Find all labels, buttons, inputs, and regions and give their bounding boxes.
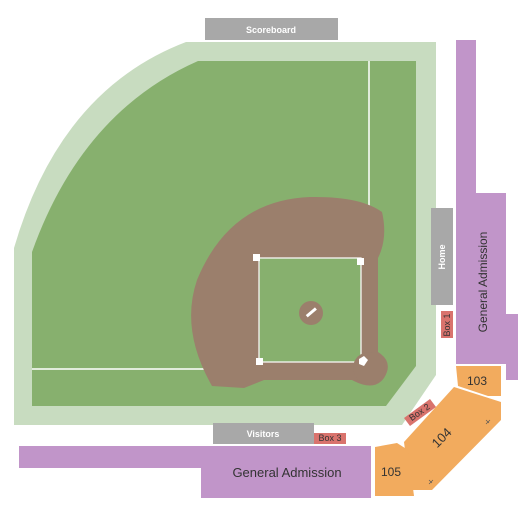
home-dugout[interactable] — [431, 208, 453, 305]
section-box-1[interactable] — [441, 311, 453, 338]
box-3-label: Box 3 — [318, 433, 341, 443]
section-row-markers — [428, 419, 491, 485]
base-paths — [258, 257, 362, 363]
section-box-3[interactable] — [314, 433, 346, 444]
scoreboard-label: Scoreboard — [246, 25, 296, 35]
home-plate-circle — [353, 352, 385, 384]
section-105-label: 105 — [381, 465, 401, 479]
second-base — [253, 254, 260, 261]
section-box-2[interactable] — [404, 399, 436, 426]
section-103-label: 103 — [467, 374, 487, 388]
section-general-admission-right[interactable] — [456, 40, 518, 380]
visitors-dugout[interactable] — [213, 423, 314, 444]
section-104[interactable] — [404, 387, 501, 490]
section-103[interactable] — [456, 366, 501, 396]
section-105[interactable] — [375, 443, 414, 496]
box-1-label: Box 1 — [442, 313, 452, 336]
general-admission-bottom-label: General Admission — [232, 465, 341, 480]
section-general-admission-bottom[interactable] — [19, 446, 371, 498]
first-base — [357, 258, 364, 265]
scoreboard — [205, 18, 338, 40]
home-plate — [359, 356, 368, 366]
home-dugout-label: Home — [437, 244, 447, 269]
visitors-dugout-label: Visitors — [247, 429, 280, 439]
general-admission-right-label: General Admission — [476, 232, 490, 333]
third-base — [256, 358, 263, 365]
pitchers-rubber — [305, 307, 317, 318]
